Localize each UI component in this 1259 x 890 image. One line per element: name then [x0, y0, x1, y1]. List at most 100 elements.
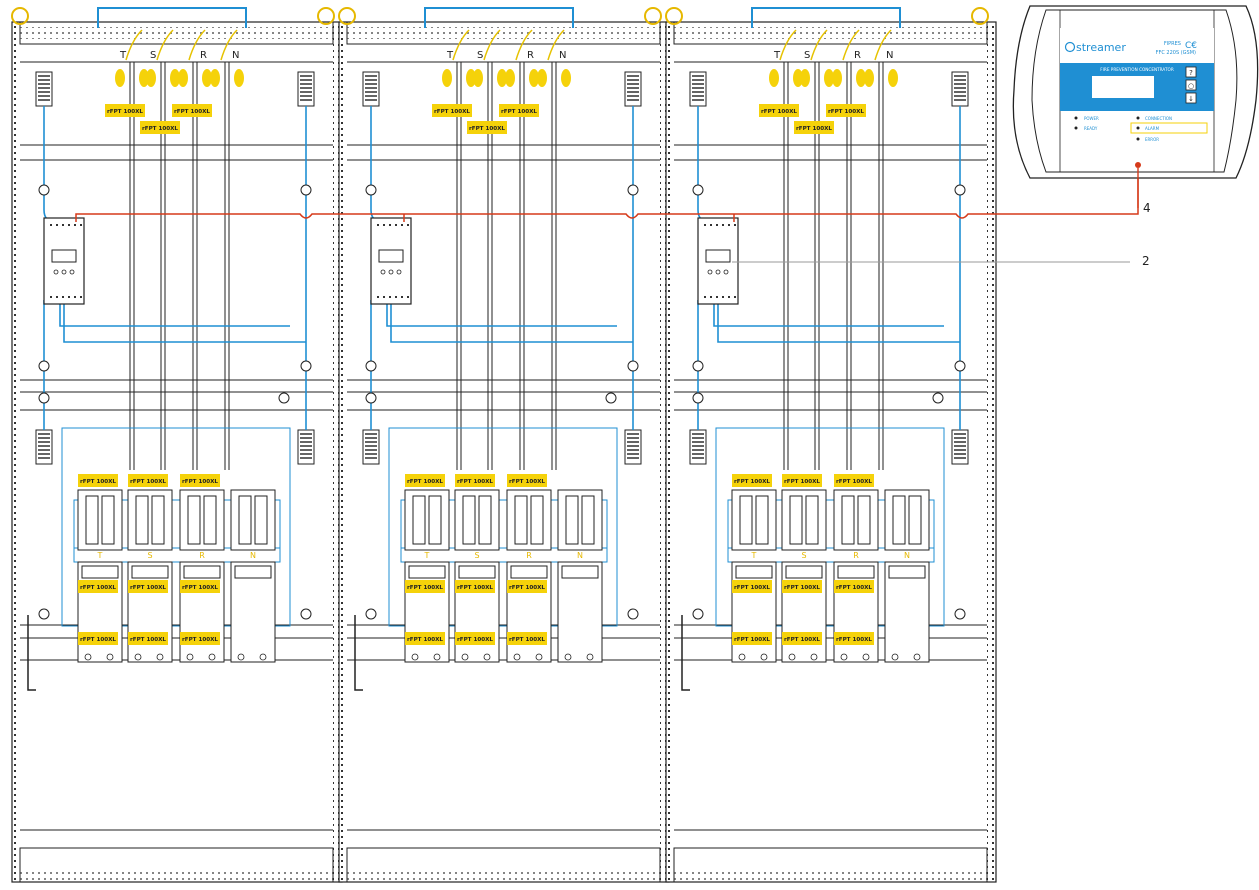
fuse-panel — [61, 427, 291, 627]
label-fuse-2: rFPT 100XL — [782, 474, 822, 487]
label-lower-1-text: rFPT 100XL — [80, 585, 116, 591]
label-bottom-1: rFPT 100XL — [405, 632, 445, 645]
fuse-holder-1 — [77, 489, 123, 663]
monitoring-module — [370, 217, 412, 305]
label-fuse-1: rFPT 100XL — [78, 474, 118, 487]
fuse-holder-3 — [179, 489, 225, 663]
label-top-1-text: rFPT 100XL — [761, 109, 797, 115]
indicator-error: ERROR — [1145, 137, 1159, 142]
fuse-holder-4 — [230, 489, 276, 663]
streamer-logo-icon — [1064, 41, 1076, 53]
sensor-plug-top-right — [624, 71, 642, 107]
label-lower-2: rFPT 100XL — [455, 580, 495, 593]
lifting-eye-icon — [644, 7, 662, 25]
label-fuse-1: rFPT 100XL — [405, 474, 445, 487]
label-top-3: rFPT 100XL — [794, 121, 834, 134]
label-fuse-3: rFPT 100XL — [180, 474, 220, 487]
phase-label-bottom-R: R — [526, 551, 532, 560]
lifting-eye-icon — [338, 7, 356, 25]
led-connection-icon — [1136, 116, 1140, 120]
label-fuse-2: rFPT 100XL — [455, 474, 495, 487]
phase-label-bottom-S: S — [474, 551, 479, 560]
indicator-alarm: ALARM — [1145, 126, 1160, 131]
label-top-2-text: rFPT 100XL — [828, 109, 864, 115]
indicator-connection: CONNECTION — [1145, 116, 1172, 121]
phase-label-bottom-S: S — [801, 551, 806, 560]
lifting-eye-icon — [665, 7, 683, 25]
phase-label-bottom-R: R — [199, 551, 205, 560]
label-top-1: rFPT 100XL — [432, 104, 472, 117]
circle-icon: ○ — [1188, 82, 1194, 90]
label-bottom-3: rFPT 100XL — [180, 632, 220, 645]
label-top-1: rFPT 100XL — [759, 104, 799, 117]
phase-label-top-S: S — [804, 50, 810, 61]
monitoring-module — [43, 217, 85, 305]
label-lower-2-text: rFPT 100XL — [457, 585, 493, 591]
phase-label-top-N: N — [886, 50, 893, 61]
label-top-3-text: rFPT 100XL — [796, 126, 832, 132]
label-lower-1: rFPT 100XL — [732, 580, 772, 593]
label-lower-1-text: rFPT 100XL — [734, 585, 770, 591]
led-alarm-icon — [1136, 126, 1140, 130]
lifting-eye-icon — [317, 7, 335, 25]
device-title-bar: FIRE PREVENTION CONCENTRATOR — [1100, 67, 1174, 72]
sensor-plug-top-left — [689, 71, 707, 107]
label-fuse-2-text: rFPT 100XL — [130, 479, 166, 485]
fuse-holder-2 — [781, 489, 827, 663]
label-lower-3-text: rFPT 100XL — [182, 585, 218, 591]
lifting-eye-icon — [11, 7, 29, 25]
sensor-plug-top-right — [297, 71, 315, 107]
phase-label-bottom-T: T — [97, 551, 103, 560]
label-top-3-text: rFPT 100XL — [469, 126, 505, 132]
label-fuse-2-text: rFPT 100XL — [457, 479, 493, 485]
phase-label-bottom-T: T — [751, 551, 757, 560]
label-bottom-3-text: rFPT 100XL — [509, 637, 545, 643]
indicator-ready: READY — [1084, 126, 1098, 131]
label-bottom-2: rFPT 100XL — [782, 632, 822, 645]
label-top-2: rFPT 100XL — [499, 104, 539, 117]
fuse-holder-2 — [127, 489, 173, 663]
label-fuse-1-text: rFPT 100XL — [80, 479, 116, 485]
fuse-holder-4 — [557, 489, 603, 663]
sensor-plug-mid-right — [624, 429, 642, 465]
label-top-2: rFPT 100XL — [172, 104, 212, 117]
phase-label-bottom-T: T — [424, 551, 430, 560]
label-top-1-text: rFPT 100XL — [434, 109, 470, 115]
label-lower-3-text: rFPT 100XL — [509, 585, 545, 591]
brand-name: streamer — [1076, 41, 1126, 54]
fuse-holder-1 — [731, 489, 777, 663]
label-bottom-1-text: rFPT 100XL — [407, 637, 443, 643]
phase-label-top-S: S — [150, 50, 156, 61]
label-bottom-2-text: rFPT 100XL — [457, 637, 493, 643]
label-fuse-3: rFPT 100XL — [834, 474, 874, 487]
label-lower-3: rFPT 100XL — [507, 580, 547, 593]
led-ready-icon — [1074, 126, 1078, 130]
label-lower-3: rFPT 100XL — [180, 580, 220, 593]
label-bottom-3-text: rFPT 100XL — [836, 637, 872, 643]
device-button-down[interactable] — [1185, 92, 1197, 104]
lifting-eye-icon — [971, 7, 989, 25]
label-bottom-1: rFPT 100XL — [78, 632, 118, 645]
fuse-holder-3 — [506, 489, 552, 663]
device-button-ok[interactable] — [1185, 79, 1197, 91]
label-top-1: rFPT 100XL — [105, 104, 145, 117]
alarm-output-terminal — [1135, 162, 1141, 168]
fuse-holder-1 — [404, 489, 450, 663]
label-lower-1-text: rFPT 100XL — [407, 585, 443, 591]
indicator-power: POWER — [1084, 116, 1099, 121]
label-bottom-2: rFPT 100XL — [455, 632, 495, 645]
label-lower-2-text: rFPT 100XL — [130, 585, 166, 591]
label-bottom-1-text: rFPT 100XL — [80, 637, 116, 643]
label-top-3: rFPT 100XL — [467, 121, 507, 134]
sensor-plug-mid-left — [362, 429, 380, 465]
led-error-icon — [1136, 137, 1140, 141]
led-power-icon — [1074, 116, 1078, 120]
phase-label-top-T: T — [446, 50, 454, 61]
device-button-help[interactable] — [1185, 66, 1197, 78]
label-fuse-1-text: rFPT 100XL — [734, 479, 770, 485]
phase-label-top-R: R — [527, 50, 534, 61]
fuse-holder-3 — [833, 489, 879, 663]
sensor-plug-top-left — [35, 71, 53, 107]
model-line-2: FFC 220S (GSM) — [1156, 50, 1196, 56]
